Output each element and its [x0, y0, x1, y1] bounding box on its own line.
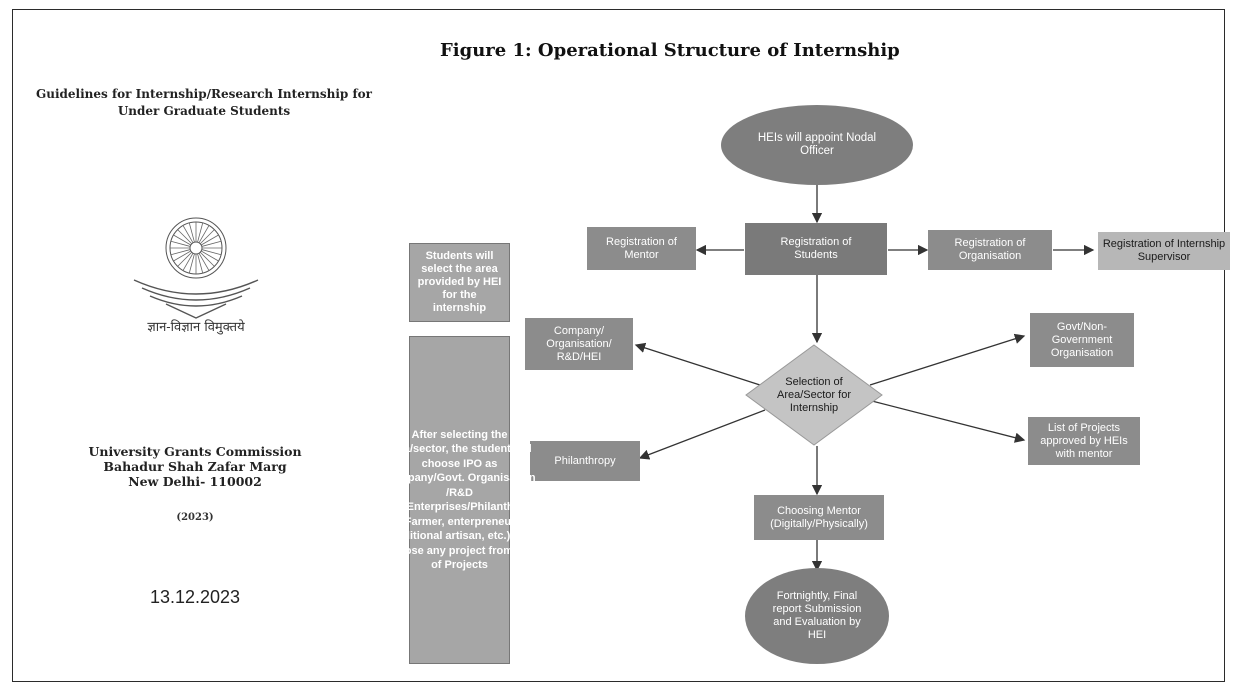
node-nodal-officer: HEIs will appoint Nodal Officer — [721, 105, 913, 185]
node-choosing-mentor: Choosing Mentor (Digitally/Physically) — [754, 495, 884, 540]
edge-select-projects — [867, 399, 1026, 443]
node-selection-area: Selection of Area/Sector for Internship — [745, 344, 883, 446]
node-registration-mentor: Registration of Mentor — [587, 227, 696, 270]
node-report-evaluation: Fortnightly, Final report Submission and… — [745, 568, 889, 664]
org-address: University Grants Commission Bahadur Sha… — [40, 444, 350, 489]
edge-select-govt — [869, 333, 1026, 386]
cover-title-line1: Guidelines for Internship/Research Inter… — [36, 87, 372, 101]
figure-title: Figure 1: Operational Structure of Inter… — [440, 40, 900, 61]
date-text: 13.12.2023 — [149, 587, 241, 607]
decision-diamond — [745, 344, 883, 446]
node-registration-supervisor: Registration of Internship Supervisor — [1098, 232, 1230, 270]
node-registration-students: Registration of Students — [745, 223, 887, 275]
motto-text: ज्ञान-विज्ञान विमुक्तये — [147, 320, 245, 335]
org-name: University Grants Commission — [88, 444, 302, 459]
edge-select-company — [634, 342, 761, 386]
org-street: Bahadur Shah Zafar Marg — [103, 459, 287, 474]
edge-select-philanthropy — [638, 409, 766, 460]
page-frame — [12, 9, 1225, 682]
node-company: Company/ Organisation/ R&D/HEI — [525, 318, 633, 370]
note-choose-ipo: After selecting the area/sector, the stu… — [382, 336, 537, 664]
node-philanthropy: Philanthropy — [530, 441, 640, 481]
node-list-projects: List of Projects approved by HEIs with m… — [1028, 417, 1140, 465]
ugc-emblem-icon — [133, 217, 259, 319]
org-city: New Delhi- 110002 — [128, 474, 262, 489]
note-select-area: Students will select the area provided b… — [409, 243, 510, 322]
node-registration-organisation: Registration of Organisation — [928, 230, 1052, 270]
node-govt-org: Govt/Non-Government Organisation — [1030, 313, 1134, 367]
year-text: (2023) — [176, 512, 214, 523]
selection-area-label: Selection of Area/Sector for Internship — [777, 375, 851, 414]
cover-title: Guidelines for Internship/Research Inter… — [18, 86, 390, 120]
cover-title-line2: Under Graduate Students — [117, 104, 291, 118]
